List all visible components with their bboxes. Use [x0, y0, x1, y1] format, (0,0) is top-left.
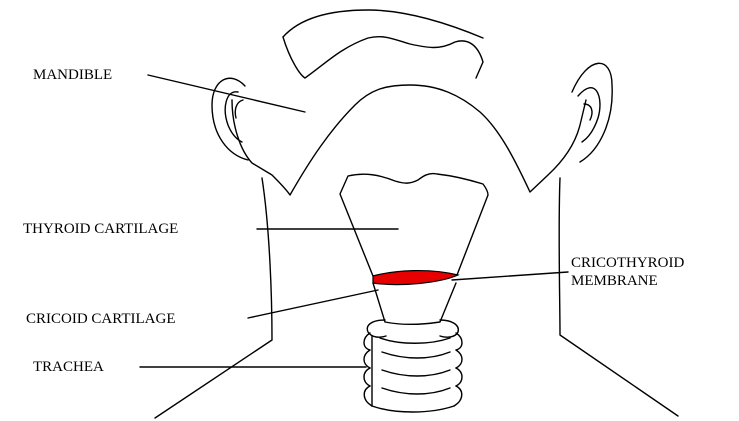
- membrane-leader: [452, 272, 568, 280]
- thyroid-cartilage-shape: [340, 174, 488, 276]
- upper-face-outline: [283, 10, 483, 38]
- cricothyroid-membrane: [373, 271, 458, 285]
- cricoid-leader: [248, 290, 378, 318]
- cricoid-cartilage-label: CRICOID CARTILAGE: [26, 310, 176, 328]
- right-neck-outline: [559, 178, 678, 416]
- trachea-shape: [364, 320, 462, 412]
- left-neck-outline: [155, 178, 272, 418]
- cricothyroid-membrane-label: CRICOTHYROID MEMBRANE: [571, 254, 684, 290]
- trachea-label: TRACHEA: [33, 358, 104, 376]
- mandible-leader: [148, 75, 305, 112]
- left-ear-fold: [235, 100, 243, 118]
- thyroid-cartilage-label: THYROID CARTILAGE: [23, 220, 178, 238]
- cricothyroid-label-line2: MEMBRANE: [571, 272, 684, 290]
- cricothyroid-label-line1: CRICOTHYROID: [571, 254, 684, 272]
- right-ear-inner: [578, 88, 600, 142]
- cricoid-cartilage-shape: [373, 283, 456, 324]
- right-ear-fold: [584, 104, 592, 120]
- left-jaw-outline: [232, 85, 586, 195]
- mandible-label: MANDIBLE: [33, 66, 112, 84]
- chin-outline: [283, 37, 483, 78]
